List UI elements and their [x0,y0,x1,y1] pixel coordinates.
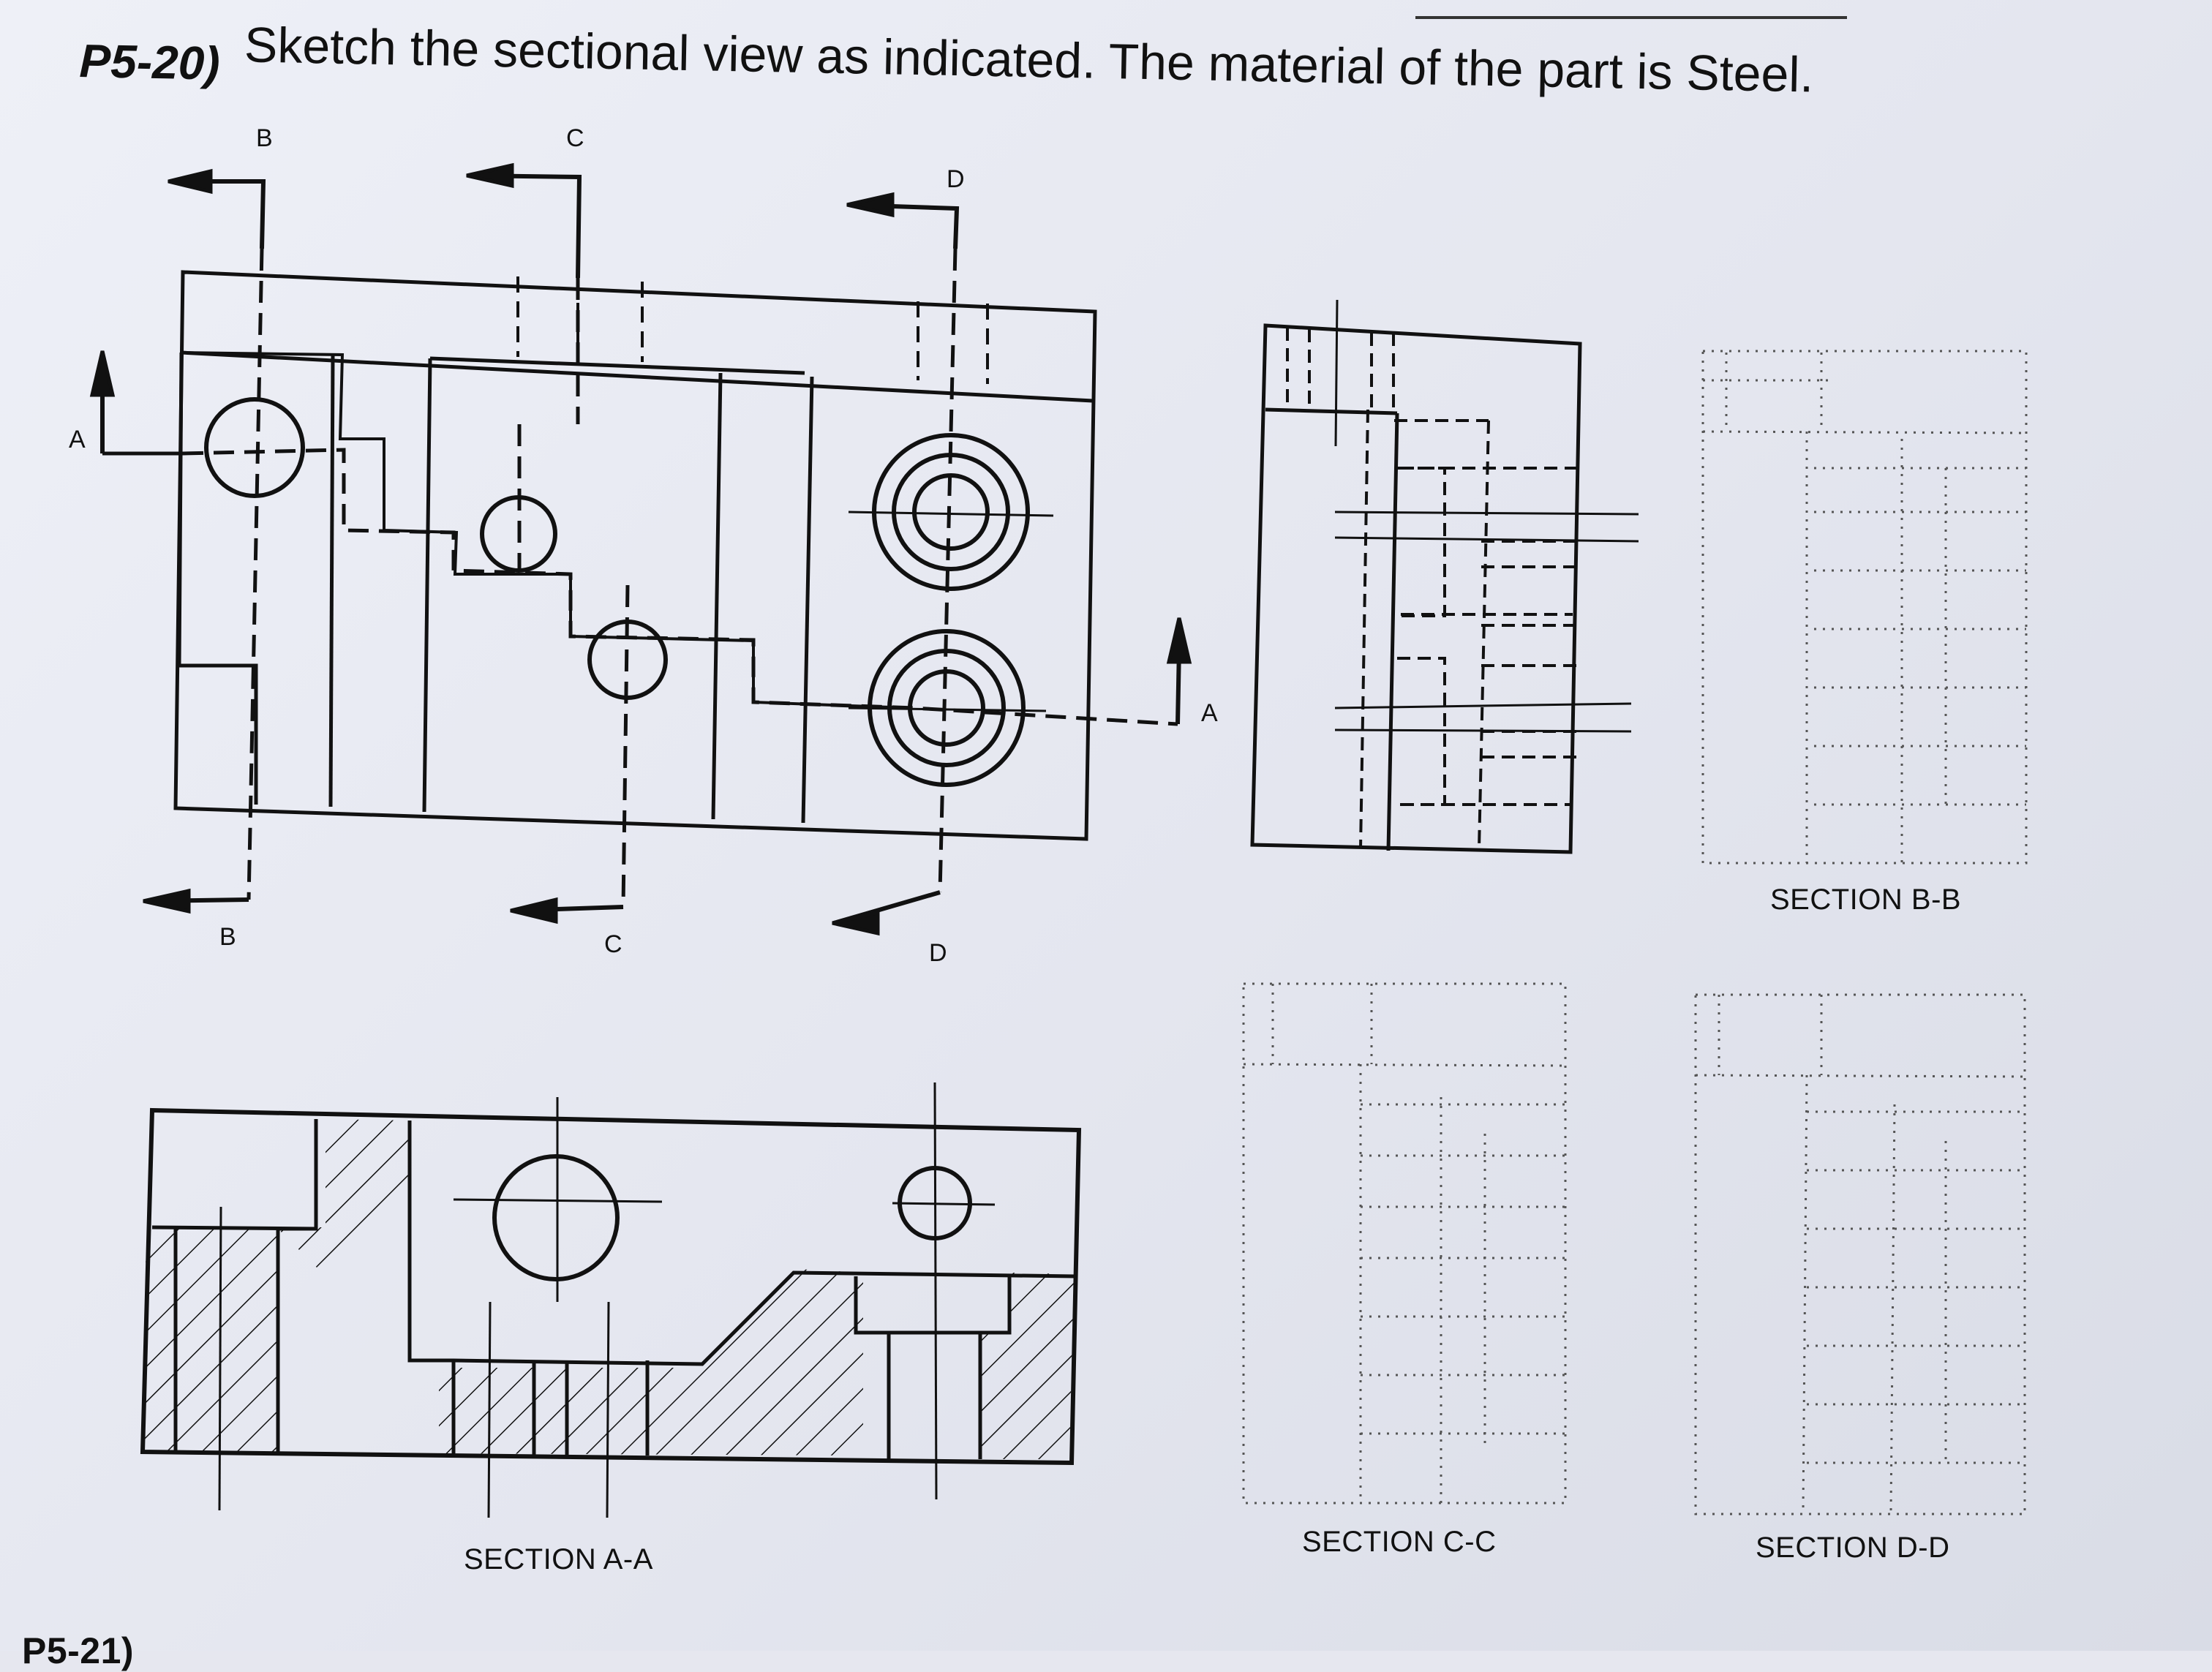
label-c-bottom: C [604,930,622,958]
label-b-bottom: B [219,923,236,951]
label-d-bottom: D [929,939,947,967]
next-problem-number: P5-21) [22,1630,135,1671]
label-a-left: A [69,426,86,453]
caption-section-cc: SECTION C-C [1302,1526,1497,1558]
cutting-plane-c [466,162,630,925]
label-c-top: C [566,124,584,152]
label-d-top: D [947,165,965,193]
cutting-plane-d [832,192,960,936]
caption-section-bb: SECTION B-B [1770,884,1962,916]
section-aa-drawing [140,1082,1082,1518]
label-a-right: A [1201,699,1218,727]
label-b-top: B [256,124,273,152]
section-bb-sketch-grid [1701,350,2028,865]
caption-section-dd: SECTION D-D [1756,1532,1950,1564]
caption-section-aa: SECTION A-A [464,1543,653,1575]
cutting-plane-a [89,350,1192,726]
side-view [1250,299,1639,854]
cutting-plane-b [143,168,266,914]
section-dd-sketch-grid [1694,993,2026,1515]
section-cc-sketch-grid [1242,982,1567,1505]
name-underline [1415,16,1847,19]
front-view [173,270,1097,841]
